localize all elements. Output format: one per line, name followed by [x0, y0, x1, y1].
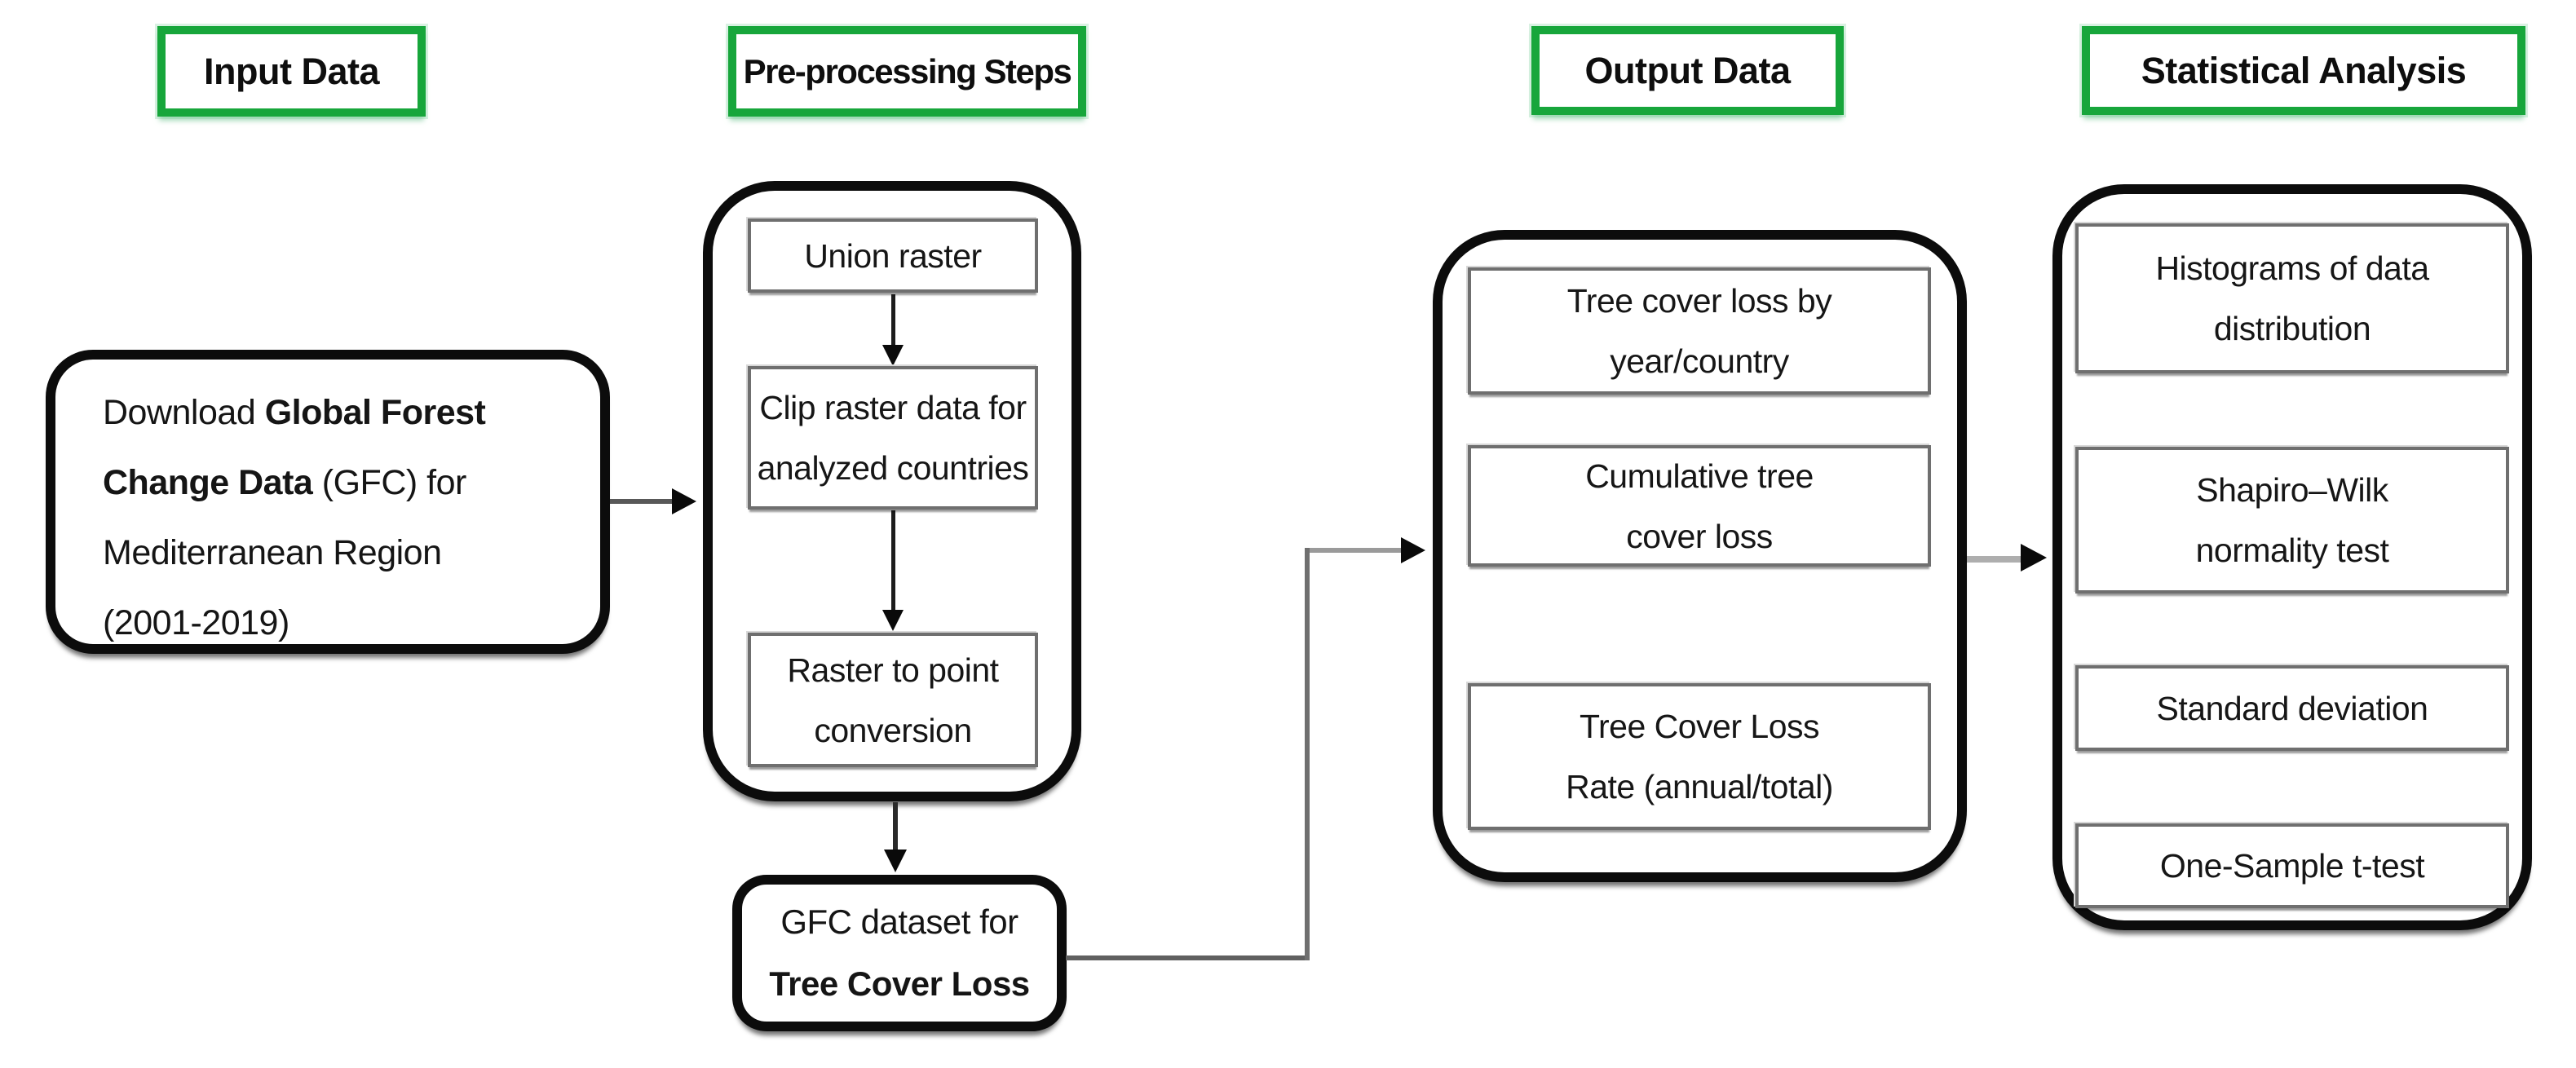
- text-segment: (2001-2019): [103, 603, 289, 642]
- output-data-box: Cumulative tree cover loss: [1468, 445, 1931, 567]
- output-data-box: Tree cover loss by year/country: [1468, 267, 1931, 395]
- text-line: Mediterranean Region: [103, 518, 592, 588]
- header-pre-processing-steps: Pre-processing Steps: [728, 26, 1086, 117]
- statistical-analysis-box: Shapiro–Wilk normality test: [2075, 447, 2509, 594]
- text-line: Download Global Forest: [103, 377, 592, 448]
- arrowhead-right-icon: [1401, 537, 1425, 563]
- box-text-line: distribution: [2213, 310, 2371, 347]
- connector-gfc-to-output-vertical-segment: [1305, 548, 1310, 960]
- text-segment: (GFC) for: [312, 463, 467, 502]
- pre-processing-step-box: Union raster: [748, 218, 1038, 293]
- text-line: (2001-2019): [103, 588, 592, 658]
- header-pre-processing-steps-label: Pre-processing Steps: [743, 51, 1072, 90]
- header-statistical-analysis-label: Statistical Analysis: [2141, 49, 2467, 91]
- box-text-line: normality test: [2195, 532, 2389, 569]
- text-segment: GFC dataset for: [780, 903, 1018, 941]
- header-input-data: Input Data: [157, 26, 426, 117]
- connector-output-to-statistical-line: [1967, 556, 2026, 563]
- box-text-line: year/country: [1610, 342, 1789, 380]
- connector-preprocessing-to-gfc-line: [893, 802, 898, 850]
- arrow-line-clip-to-raster: [891, 510, 895, 610]
- text-segment: Download: [103, 393, 265, 432]
- bold-text-segment: Global Forest: [264, 393, 486, 432]
- box-text-line: Clip raster data for: [759, 389, 1027, 426]
- box-text-line: Histograms of data: [2155, 249, 2429, 287]
- header-output-data: Output Data: [1531, 26, 1844, 115]
- box-text-line: cover loss: [1626, 517, 1773, 555]
- box-text-line: analyzed countries: [757, 449, 1029, 487]
- box-text-line: Tree cover loss by: [1566, 282, 1832, 320]
- header-output-data-label: Output Data: [1584, 49, 1791, 91]
- arrowhead-down-icon: [882, 610, 904, 631]
- bold-text-segment: Tree Cover Loss: [769, 964, 1030, 1003]
- box-text-line: Standard deviation: [2156, 689, 2428, 727]
- text-segment: Mediterranean Region: [103, 533, 442, 572]
- text-line: Change Data (GFC) for: [103, 448, 592, 518]
- bold-text-segment: Change Data: [103, 463, 313, 502]
- arrowhead-down-icon: [884, 850, 907, 872]
- box-text-line: conversion: [814, 711, 972, 749]
- box-text-line: One-Sample t-test: [2159, 847, 2425, 885]
- pre-processing-step-box: Clip raster data for analyzed countries: [748, 366, 1038, 510]
- box-text-line: Rate (annual/total): [1566, 768, 1833, 805]
- statistical-analysis-box: Standard deviation: [2075, 665, 2509, 751]
- header-input-data-label: Input Data: [204, 50, 380, 92]
- box-text-line: Raster to point: [787, 651, 999, 689]
- pre-processing-step-box: Raster to point conversion: [748, 633, 1038, 767]
- arrow-line-union-to-clip: [891, 294, 895, 348]
- arrowhead-down-icon: [882, 345, 904, 366]
- arrowhead-right-icon: [2021, 544, 2047, 572]
- box-text-line: Tree Cover Loss: [1579, 708, 1820, 745]
- connector-gfc-to-output-top-segment: [1310, 548, 1404, 553]
- connector-gfc-to-output-bottom-segment: [1066, 955, 1310, 960]
- statistical-analysis-box: Histograms of data distribution: [2075, 223, 2509, 373]
- box-text-line: Shapiro–Wilk: [2196, 471, 2388, 509]
- box-text-line: Union raster: [804, 236, 982, 275]
- text-line: GFC dataset for: [780, 891, 1018, 953]
- text-line: Tree Cover Loss: [769, 953, 1030, 1015]
- box-text-line: Cumulative tree: [1585, 457, 1814, 495]
- statistical-analysis-box: One-Sample t-test: [2075, 823, 2509, 908]
- connector-input-to-preprocessing-line: [610, 499, 677, 504]
- header-statistical-analysis: Statistical Analysis: [2082, 26, 2525, 115]
- arrowhead-right-icon: [672, 488, 696, 514]
